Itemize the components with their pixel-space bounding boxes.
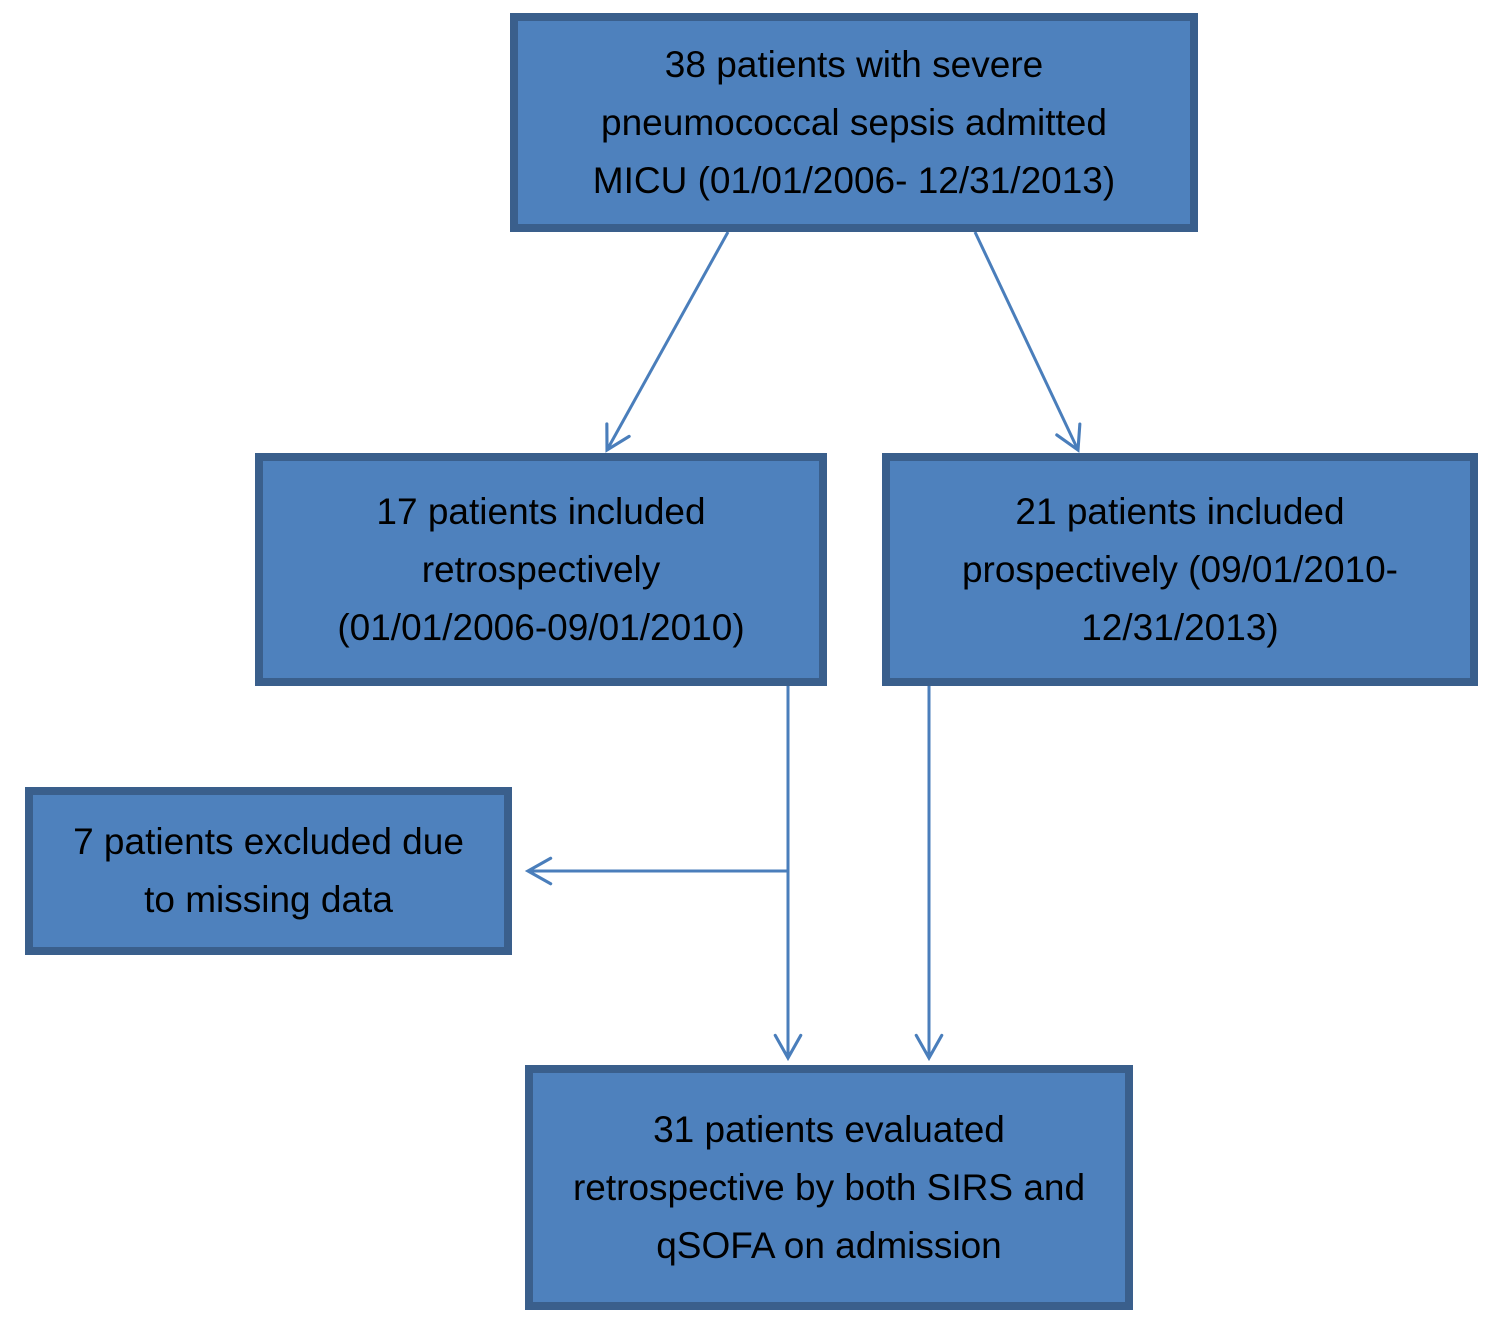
arrow-total-to-prospective	[973, 231, 1082, 453]
node-total-line-1: 38 patients with severe	[664, 43, 1044, 85]
node-total-cohort: 38 patients with severe pneumococcal sep…	[510, 13, 1198, 232]
node-prospective-line-2: prospectively (09/01/2010-	[961, 548, 1399, 590]
node-prospective-line-3: 12/31/2013)	[1081, 606, 1279, 648]
arrow-total-to-retrospective	[605, 231, 730, 453]
node-evaluated-line-3: qSOFA on admission	[656, 1224, 1002, 1266]
node-prospective-line-1: 21 patients included	[1015, 490, 1345, 532]
node-retrospective-group: 17 patients included retrospectively (01…	[255, 453, 827, 686]
node-evaluated-line-2: retrospective by both SIRS and	[572, 1166, 1086, 1208]
node-total-line-3: MICU (01/01/2006- 12/31/2013)	[592, 159, 1116, 201]
node-excluded-patients: 7 patients excluded due to missing data	[25, 787, 512, 955]
node-retrospective-line-2: retrospectively	[421, 548, 661, 590]
node-prospective-group: 21 patients included prospectively (09/0…	[882, 453, 1478, 686]
node-retrospective-line-3: (01/01/2006-09/01/2010)	[337, 606, 745, 648]
node-total-line-2: pneumococcal sepsis admitted	[601, 101, 1107, 143]
node-evaluated-cohort: 31 patients evaluated retrospective by b…	[525, 1065, 1133, 1310]
node-retrospective-line-1: 17 patients included	[376, 490, 706, 532]
node-evaluated-line-1: 31 patients evaluated	[653, 1108, 1005, 1150]
node-excluded-line-2: to missing data	[144, 879, 393, 920]
node-excluded-line-1: 7 patients excluded due	[73, 821, 464, 862]
